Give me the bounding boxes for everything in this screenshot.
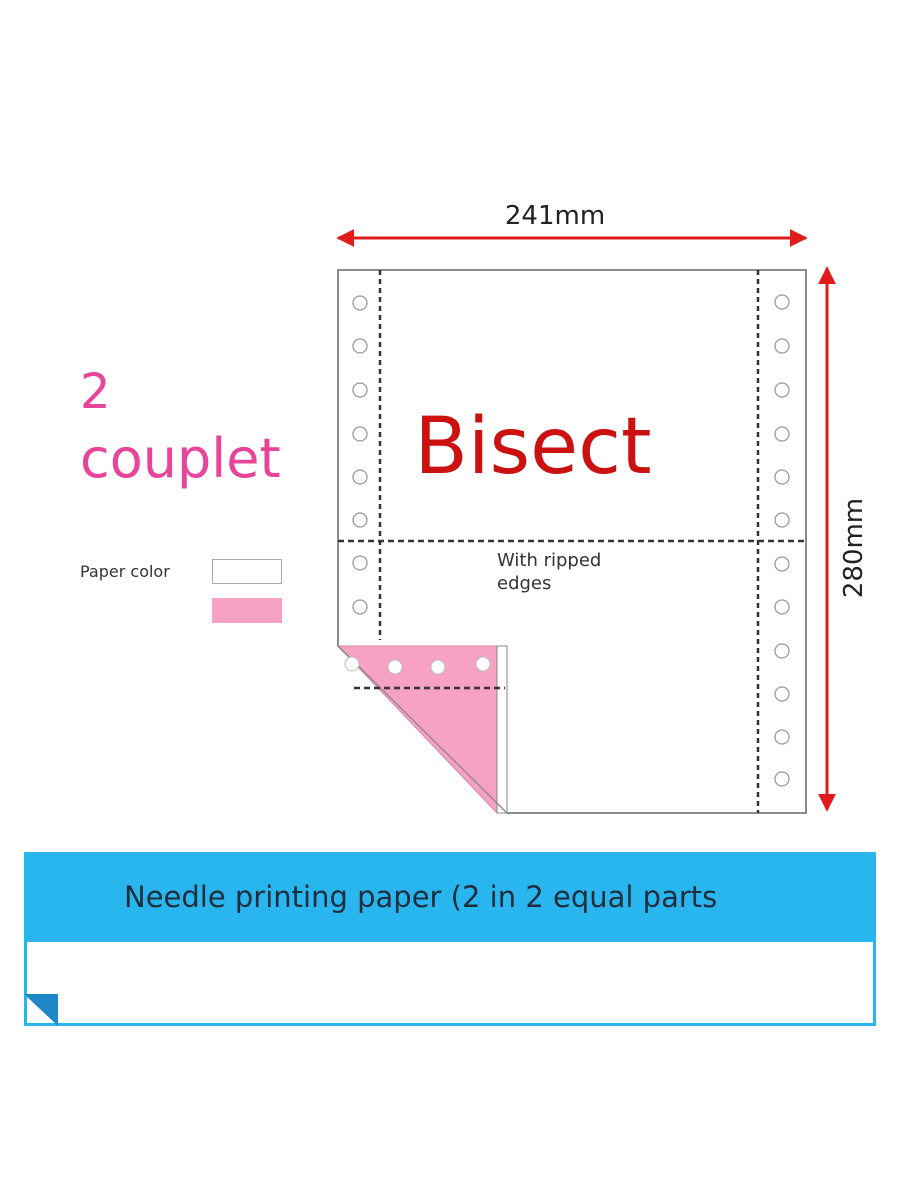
banner: Needle printing paper (2 in 2 equal part… [24,852,876,942]
folded-corner-pink-layer [336,645,498,815]
banner-lower-panel [24,942,876,1026]
paper-color-swatch-white [212,559,282,584]
paper-color-swatch-pink [212,598,282,623]
width-label: 241mm [505,201,605,231]
banner-text: Needle printing paper (2 in 2 equal part… [124,880,718,914]
bisect-label: Bisect [414,402,651,492]
tear-label-line2: edges [497,573,551,594]
height-label: 280mm [839,498,869,598]
folded-corner-edge [337,645,508,814]
folded-corner-sprocket-holes [344,656,491,675]
folded-corner-white-strip [496,645,508,814]
left-sprocket-holes [352,295,368,615]
right-sprocket-holes [774,294,790,787]
paper-color-label: Paper color [80,562,170,581]
banner-corner-fold [24,994,58,1026]
heading-number: 2 [80,364,111,420]
tear-label-line1: With ripped [497,550,601,571]
heading-word: couplet [80,427,281,490]
